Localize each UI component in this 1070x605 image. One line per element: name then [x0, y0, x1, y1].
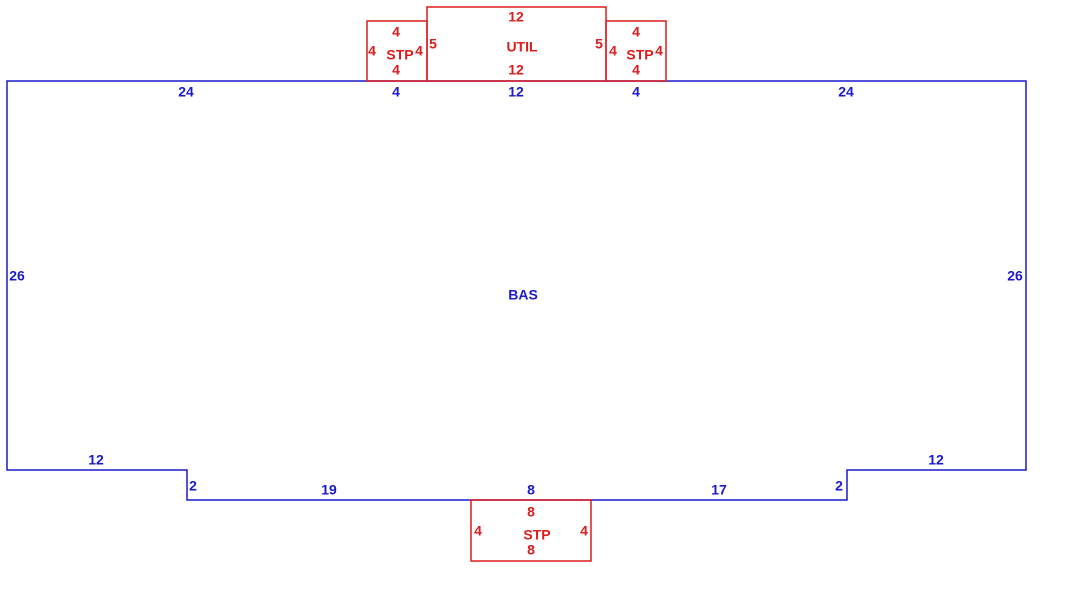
stoop-right-dim-bottom: 4 [632, 62, 640, 78]
utility-dim-top: 12 [508, 9, 524, 25]
stoop-right-outline [605, 20, 667, 82]
main-dim-right: 26 [1007, 268, 1023, 284]
main-dim-top-mid-left: 4 [392, 84, 400, 100]
stoop-bottom-dim-bottom: 8 [527, 542, 535, 558]
main-dim-bottom-right-upper: 12 [928, 452, 944, 468]
utility-dim-left: 5 [429, 36, 437, 52]
stoop-bottom-dim-top: 8 [527, 504, 535, 520]
stoop-right-dim-right: 4 [655, 43, 663, 59]
main-dim-top-right: 24 [838, 84, 854, 100]
stoop-left-dim-right: 4 [415, 43, 423, 59]
utility-dim-bottom: 12 [508, 62, 524, 78]
stoop-right-dim-left: 4 [609, 43, 617, 59]
main-dim-top-mid: 12 [508, 84, 524, 100]
stoop-left-dim-left: 4 [368, 43, 376, 59]
main-dim-bottom-left-upper: 12 [88, 452, 104, 468]
main-area-label: BAS [508, 287, 538, 303]
main-dim-left: 26 [9, 268, 25, 284]
stoop-left-label: STP [386, 47, 413, 63]
utility-dim-right: 5 [595, 36, 603, 52]
stoop-left-dim-bottom: 4 [392, 62, 400, 78]
main-dim-left-step: 2 [189, 478, 197, 494]
stoop-bottom-outline [470, 499, 592, 562]
stoop-bottom-label: STP [523, 527, 550, 543]
main-dim-bottom-mid: 8 [527, 482, 535, 498]
stoop-left-outline [366, 20, 428, 82]
stoop-bottom-dim-left: 4 [474, 523, 482, 539]
main-dim-bottom-left: 19 [321, 482, 337, 498]
utility-area-label: UTIL [506, 39, 538, 55]
main-dim-right-step: 2 [835, 478, 843, 494]
stoop-right-label: STP [626, 47, 653, 63]
main-dim-top-mid-right: 4 [632, 84, 640, 100]
stoop-right-dim-top: 4 [632, 24, 640, 40]
main-area-outline [6, 80, 1027, 501]
stoop-bottom-dim-right: 4 [580, 523, 588, 539]
main-dim-bottom-right: 17 [711, 482, 727, 498]
stoop-left-dim-top: 4 [392, 24, 400, 40]
main-dim-top-left: 24 [178, 84, 194, 100]
